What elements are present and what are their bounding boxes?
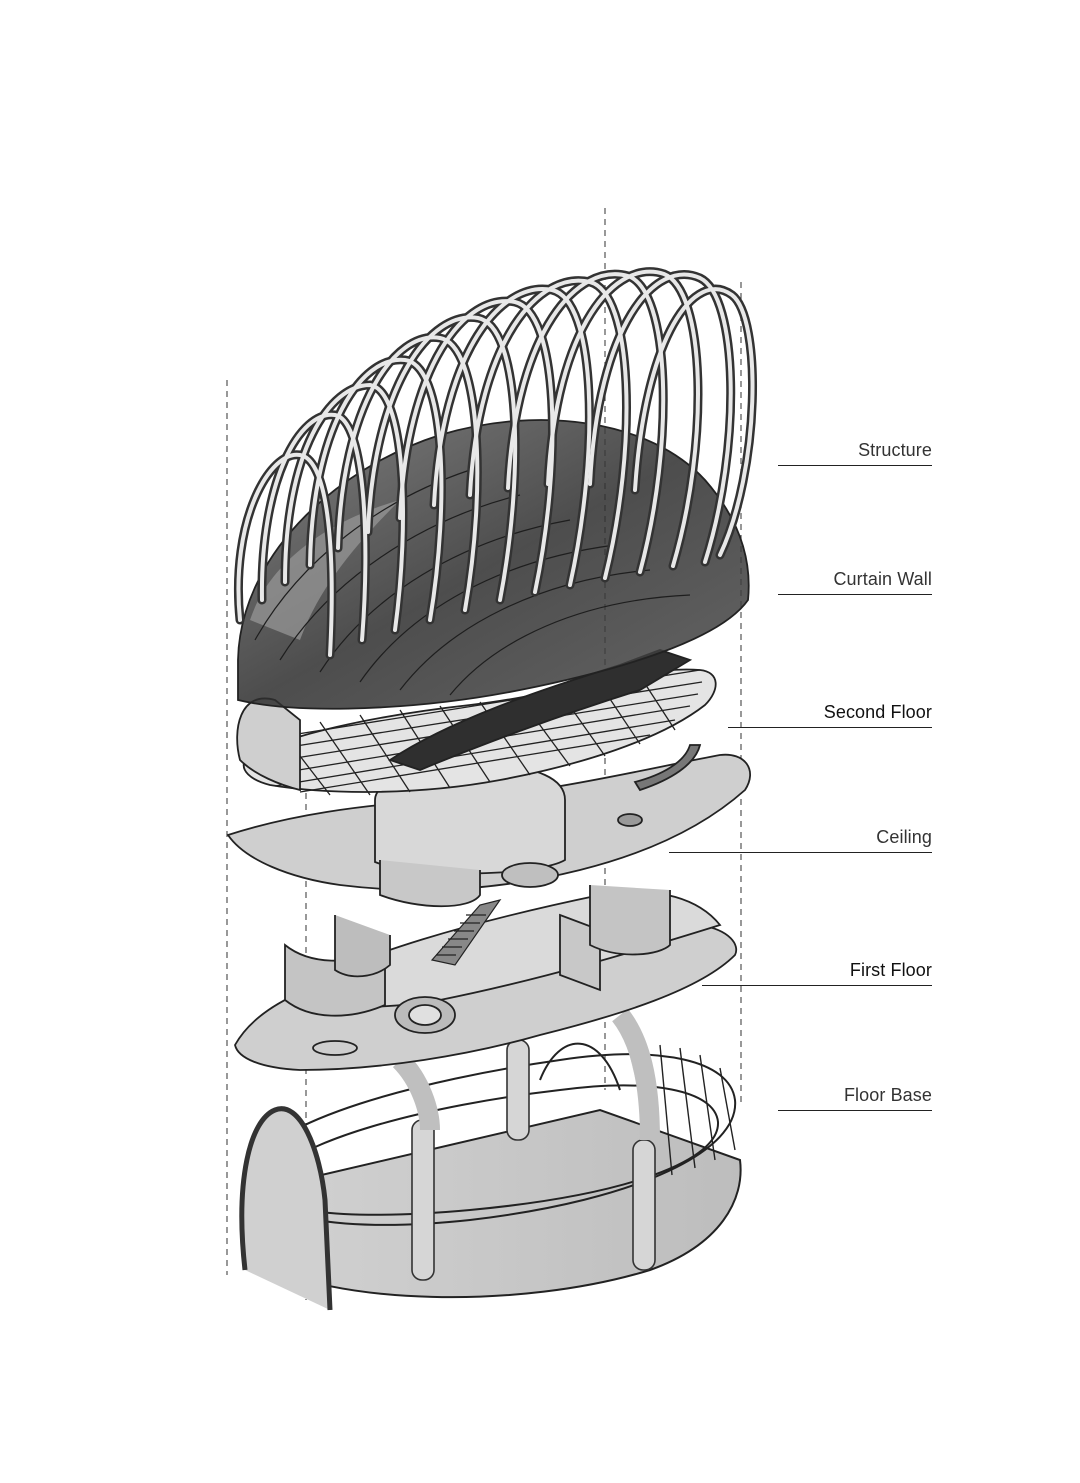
floor-base-slab [253,1108,742,1299]
floor-base-arch-front [239,1106,333,1311]
ceiling-bench-rail [633,744,702,792]
first-floor-wall-curved [334,915,391,978]
first-floor-wall-curved [589,885,671,956]
label-floor-base: Floor Base [843,1085,932,1105]
leader-line-floor-base [778,1110,932,1111]
label-second-floor: Second Floor [823,702,932,722]
leader-line-structure [778,465,932,466]
second-floor-mezzanine [387,649,693,771]
leader-line-second-floor [728,727,932,728]
structure-rib-inner-line [236,269,755,657]
column-curved [611,1008,660,1141]
floor-base-layer [239,1008,742,1311]
second-floor-layer [236,649,717,796]
column [411,1119,435,1281]
first-floor-staircase [430,899,502,966]
floor-base-ring-inner [260,1084,720,1216]
floor-base-arch-back [539,1042,621,1091]
label-first-floor: First Floor [849,960,932,980]
ceiling-layer [226,744,751,908]
column [506,1039,530,1141]
label-ceiling: Ceiling [876,827,932,847]
leader-line-curtain-wall [778,594,932,595]
column [632,1139,656,1271]
leader-line-ceiling [669,852,932,853]
second-floor-curved-wall [236,697,301,792]
first-floor-layer [234,885,738,1071]
floor-base-ring-outer [246,1053,737,1226]
structure-layer [234,267,757,660]
leader-line-first-floor [702,985,932,986]
ceiling-light-well [501,862,559,888]
curtain-wall-mullions [254,469,691,696]
label-curtain-wall: Curtain Wall [833,569,932,589]
floor-base-columns [392,1008,660,1281]
label-structure: Structure [858,440,932,460]
ceiling-wall [379,860,481,908]
column-curved [392,1052,440,1131]
